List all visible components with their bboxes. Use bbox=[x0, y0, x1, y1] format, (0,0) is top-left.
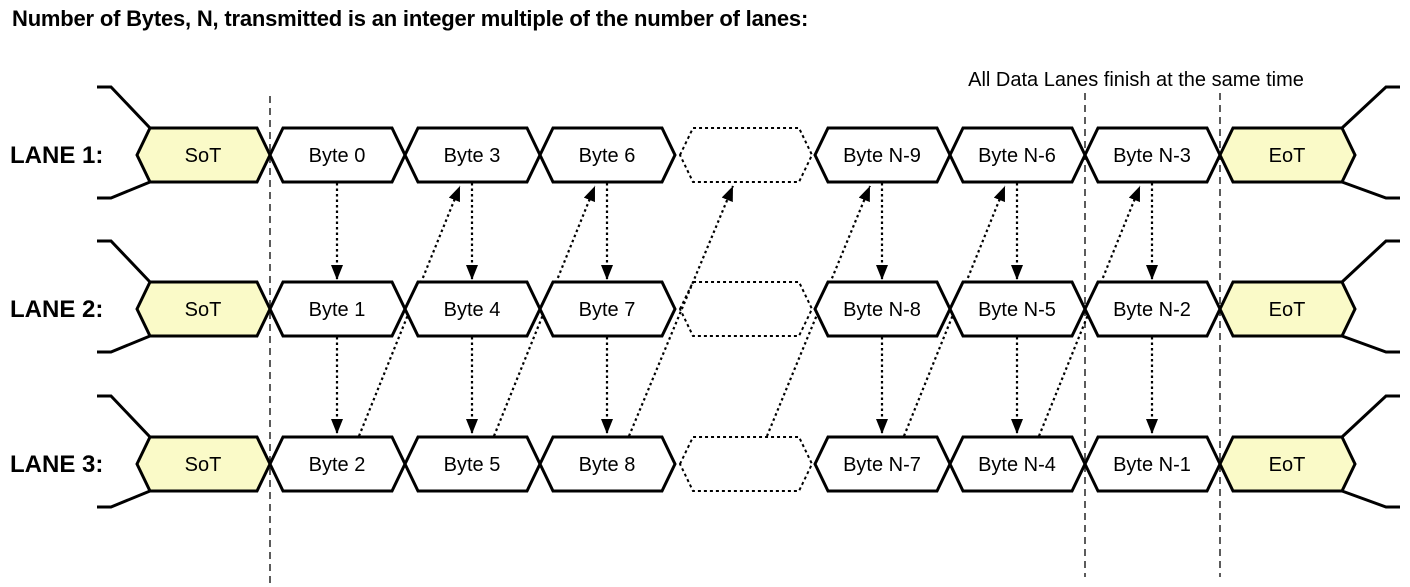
gap-box bbox=[678, 127, 814, 183]
segment-label: SoT bbox=[185, 454, 222, 476]
byte-box bbox=[538, 126, 677, 184]
segment-label: Byte N-8 bbox=[843, 299, 921, 321]
byte-order-arrow-diagonal bbox=[492, 185, 597, 437]
segment-label: Byte N-4 bbox=[978, 454, 1056, 476]
line-break-icon bbox=[1341, 180, 1400, 200]
gap-box bbox=[678, 281, 814, 337]
line-break-icon bbox=[97, 85, 152, 130]
segment-label: EoT bbox=[1269, 145, 1306, 167]
lane-2: LANE 2: SoT Byte 1 Byte 4 Byte 7 Byte N-… bbox=[10, 239, 1400, 354]
annotation-finish-note: All Data Lanes finish at the same time bbox=[968, 69, 1304, 91]
lane-1: LANE 1: SoT Byte 0 Byte 3 Byte 6 Byte N-… bbox=[10, 85, 1400, 200]
byte-box bbox=[538, 280, 677, 338]
line-break-icon bbox=[97, 334, 151, 354]
eot-box bbox=[1218, 435, 1357, 493]
segment-label: Byte 2 bbox=[309, 454, 366, 476]
diagram-title: Number of Bytes, N, transmitted is an in… bbox=[12, 6, 808, 31]
segment-label: Byte N-6 bbox=[978, 145, 1056, 167]
lane-3: LANE 3: SoT Byte 2 Byte 5 Byte 8 Byte N-… bbox=[10, 394, 1400, 509]
lane-1-label: LANE 1: bbox=[10, 142, 103, 169]
segment-label: Byte N-2 bbox=[1113, 299, 1191, 321]
segment-label: Byte N-1 bbox=[1113, 454, 1191, 476]
segment-label: Byte N-9 bbox=[843, 145, 921, 167]
segment-label: Byte 0 bbox=[309, 145, 366, 167]
segment-label: Byte N-5 bbox=[978, 299, 1056, 321]
segment-label: Byte 5 bbox=[444, 454, 501, 476]
segment-label: Byte 3 bbox=[444, 145, 501, 167]
byte-order-arrow-diagonal bbox=[357, 185, 462, 437]
segment-label: EoT bbox=[1269, 454, 1306, 476]
segment-label: Byte 1 bbox=[309, 299, 366, 321]
lane-3-label: LANE 3: bbox=[10, 451, 103, 478]
gap-box bbox=[678, 436, 814, 492]
line-break-icon bbox=[97, 180, 151, 200]
line-break-icon bbox=[1340, 85, 1400, 130]
segment-label: EoT bbox=[1269, 299, 1306, 321]
byte-order-arrow-diagonal bbox=[627, 185, 735, 437]
line-break-icon bbox=[97, 239, 152, 284]
segment-label: Byte N-3 bbox=[1113, 145, 1191, 167]
line-break-icon bbox=[97, 394, 152, 439]
segment-label: SoT bbox=[185, 299, 222, 321]
byte-order-arrows bbox=[331, 183, 1158, 437]
segment-label: Byte 6 bbox=[579, 145, 636, 167]
segment-label: SoT bbox=[185, 145, 222, 167]
line-break-icon bbox=[97, 489, 151, 509]
lane-2-label: LANE 2: bbox=[10, 296, 103, 323]
line-break-icon bbox=[1341, 489, 1400, 509]
eot-box bbox=[1218, 126, 1357, 184]
byte-box bbox=[538, 435, 677, 493]
line-break-icon bbox=[1340, 394, 1400, 439]
segment-label: Byte N-7 bbox=[843, 454, 921, 476]
line-break-icon bbox=[1341, 334, 1400, 354]
eot-box bbox=[1218, 280, 1357, 338]
segment-label: Byte 8 bbox=[579, 454, 636, 476]
segment-label: Byte 7 bbox=[579, 299, 636, 321]
byte-order-arrow-diagonal bbox=[765, 185, 872, 437]
line-break-icon bbox=[1340, 239, 1400, 284]
segment-label: Byte 4 bbox=[444, 299, 501, 321]
byte-order-arrow-diagonal bbox=[902, 185, 1007, 437]
byte-order-arrow-diagonal bbox=[1037, 185, 1142, 437]
